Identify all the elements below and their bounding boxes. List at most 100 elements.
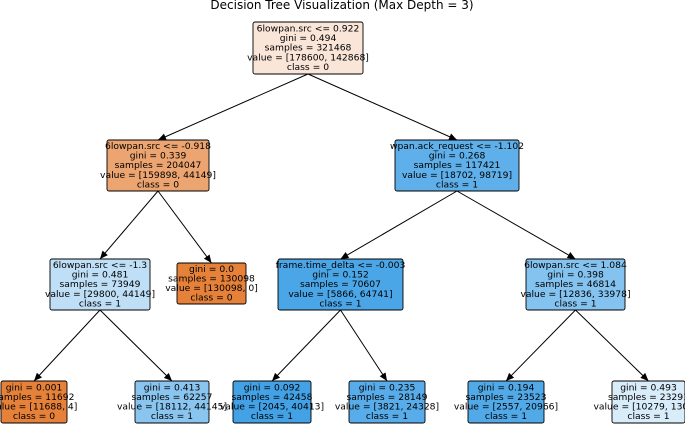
- node-line: class = 1: [627, 411, 669, 422]
- node-line: class = 0: [190, 293, 232, 304]
- node-line: class = 1: [366, 411, 408, 422]
- node-line: gini = 0.398: [547, 270, 604, 281]
- node-line: samples = 28149: [347, 392, 428, 403]
- node-line: gini = 0.481: [72, 270, 129, 281]
- node-line: value = [10279, 13012]: [593, 401, 685, 412]
- node-line: samples = 73949: [60, 279, 141, 290]
- node-box: [134, 380, 210, 424]
- edge-n2-n5: [340, 190, 458, 260]
- edge-n6-n12: [575, 309, 649, 382]
- node-line: value = [130098, 0]: [165, 283, 258, 294]
- node-line: value = [5866, 64741]: [288, 289, 392, 300]
- edge-n0-n1: [157, 73, 309, 141]
- node-line: class = 1: [319, 298, 361, 309]
- node-line: gini = 0.493: [620, 382, 677, 393]
- edge-n0-n2: [307, 73, 458, 141]
- node-line: samples = 117421: [414, 160, 501, 171]
- diagram-title: Decision Tree Visualization (Max Depth =…: [210, 0, 473, 12]
- node-line: class = 1: [151, 411, 193, 422]
- node-box: [611, 380, 685, 424]
- node-line: value = [159898, 44149]: [100, 170, 216, 181]
- node-box: [49, 258, 151, 311]
- node-line: gini = 0.413: [144, 382, 201, 393]
- node-line: class = 1: [485, 411, 527, 422]
- node-line: samples = 23291: [608, 392, 685, 403]
- node-line: gini = 0.235: [359, 382, 416, 393]
- edge-n1-n4: [157, 190, 212, 264]
- node-line: gini = 0.339: [130, 151, 187, 162]
- edge-n5-n10: [340, 309, 388, 382]
- node-line: gini = 0.268: [429, 151, 486, 162]
- node-line: samples = 130098: [168, 273, 255, 284]
- node-line: class = 1: [436, 179, 478, 190]
- node-box: [232, 380, 312, 424]
- node-line: wpan.ack_request <= -1.102: [390, 141, 524, 152]
- node-line: 6lowpan.src <= 1.084: [524, 260, 627, 271]
- node-line: value = [29800, 44149]: [45, 289, 155, 300]
- edge-arrowhead: [163, 372, 172, 381]
- node-line: value = [2557, 20966]: [454, 401, 558, 412]
- edge-arrowhead: [506, 372, 515, 381]
- edge-arrowhead: [34, 372, 43, 381]
- node-line: class = 1: [251, 411, 293, 422]
- node-line: gini = 0.152: [312, 270, 369, 281]
- node-line: samples = 321468: [265, 43, 352, 54]
- edge-arrowhead: [640, 372, 649, 381]
- node-line: samples = 204047: [115, 160, 202, 171]
- edge-arrowhead: [100, 250, 108, 259]
- node-box: [106, 139, 210, 192]
- node-line: class = 1: [79, 298, 121, 309]
- edge-arrowhead: [203, 254, 212, 263]
- node-box: [467, 380, 545, 424]
- node-line: class = 0: [137, 179, 179, 190]
- node-line: value = [12836, 33978]: [520, 289, 630, 300]
- node-box: [0, 380, 68, 424]
- node-line: 6lowpan.src <= 0.922: [257, 23, 360, 34]
- node-line: gini = 0.194: [478, 382, 535, 393]
- edge-arrowhead: [340, 251, 350, 259]
- node-line: samples = 23523: [466, 392, 547, 403]
- edge-arrowhead: [448, 133, 457, 140]
- node-line: samples = 62257: [132, 392, 213, 403]
- edge-arrowhead: [379, 372, 387, 381]
- node-line: gini = 0.0: [189, 264, 234, 275]
- edge-n1-n3: [99, 190, 159, 260]
- node-line: class = 0: [13, 411, 55, 422]
- node-line: value = [2045, 40413]: [220, 401, 324, 412]
- edge-n3-n7: [33, 309, 101, 382]
- node-line: class = 1: [554, 298, 596, 309]
- node-line: value = [178600, 142868]: [247, 52, 369, 63]
- node-box: [525, 258, 626, 311]
- node-line: gini = 0.494: [280, 33, 337, 44]
- edge-n2-n6: [456, 190, 576, 260]
- node-box: [348, 380, 426, 424]
- node-box: [176, 262, 247, 305]
- edge-arrowhead: [272, 372, 281, 381]
- edge-arrowhead: [566, 251, 576, 259]
- node-line: samples = 11692: [0, 392, 74, 403]
- node-line: 6lowpan.src <= -0.918: [105, 141, 211, 152]
- edge-n6-n11: [505, 309, 576, 382]
- node-line: gini = 0.001: [6, 382, 63, 393]
- node-line: samples = 46814: [535, 279, 616, 290]
- edge-n3-n8: [99, 309, 173, 382]
- node-line: 6lowpan.src <= -1.3: [53, 260, 147, 271]
- node-box: [394, 139, 520, 192]
- node-line: value = [18112, 44145]: [117, 401, 227, 412]
- node-line: gini = 0.092: [244, 382, 301, 393]
- node-line: frame.time_delta <= -0.003: [276, 260, 406, 271]
